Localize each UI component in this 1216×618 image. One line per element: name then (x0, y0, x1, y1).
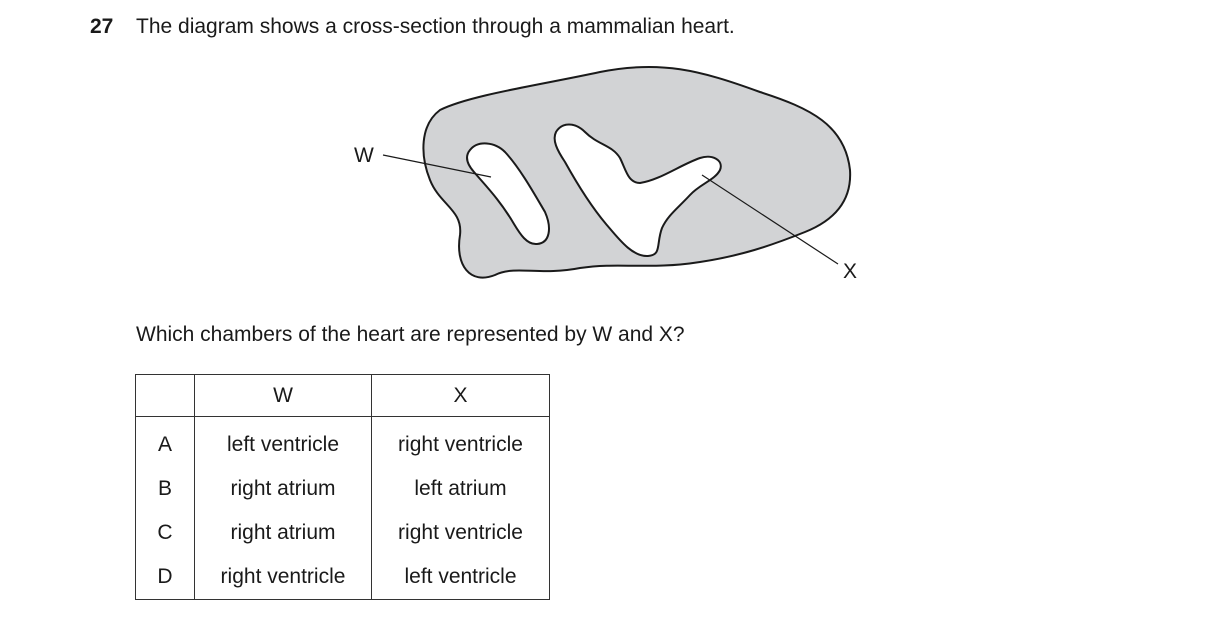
cell-x: right ventricle (371, 511, 550, 555)
chamber-w (465, 142, 550, 246)
option-letter: B (135, 467, 195, 511)
cell-x: right ventricle (371, 416, 550, 467)
cell-x: left atrium (371, 467, 550, 511)
option-letter: A (135, 416, 195, 467)
option-letter: C (135, 511, 195, 555)
leader-line-w (382, 154, 492, 178)
question-number: 27 (90, 15, 114, 38)
table-row[interactable]: D right ventricle left ventricle (135, 555, 550, 600)
leader-line-x (701, 174, 839, 265)
cell-w: left ventricle (194, 416, 372, 467)
table-header-row: W X (135, 374, 550, 417)
label-w: W (354, 144, 374, 167)
table-row[interactable]: A left ventricle right ventricle (135, 416, 550, 467)
header-w: W (194, 374, 372, 417)
heart-cross-section-diagram: W X (354, 65, 857, 283)
cell-w: right atrium (194, 511, 372, 555)
header-x: X (371, 374, 550, 417)
answer-table: W X A left ventricle right ventricle B r… (135, 374, 550, 600)
table-row[interactable]: C right atrium right ventricle (135, 511, 550, 555)
question-prompt: Which chambers of the heart are represen… (136, 323, 685, 346)
label-x: X (843, 260, 857, 283)
option-letter: D (135, 555, 195, 600)
chamber-x (553, 123, 722, 258)
question-stem: The diagram shows a cross-section throug… (136, 15, 735, 38)
header-option (135, 374, 195, 417)
cell-w: right ventricle (194, 555, 372, 600)
cell-x: left ventricle (371, 555, 550, 600)
table-row[interactable]: B right atrium left atrium (135, 467, 550, 511)
cell-w: right atrium (194, 467, 372, 511)
